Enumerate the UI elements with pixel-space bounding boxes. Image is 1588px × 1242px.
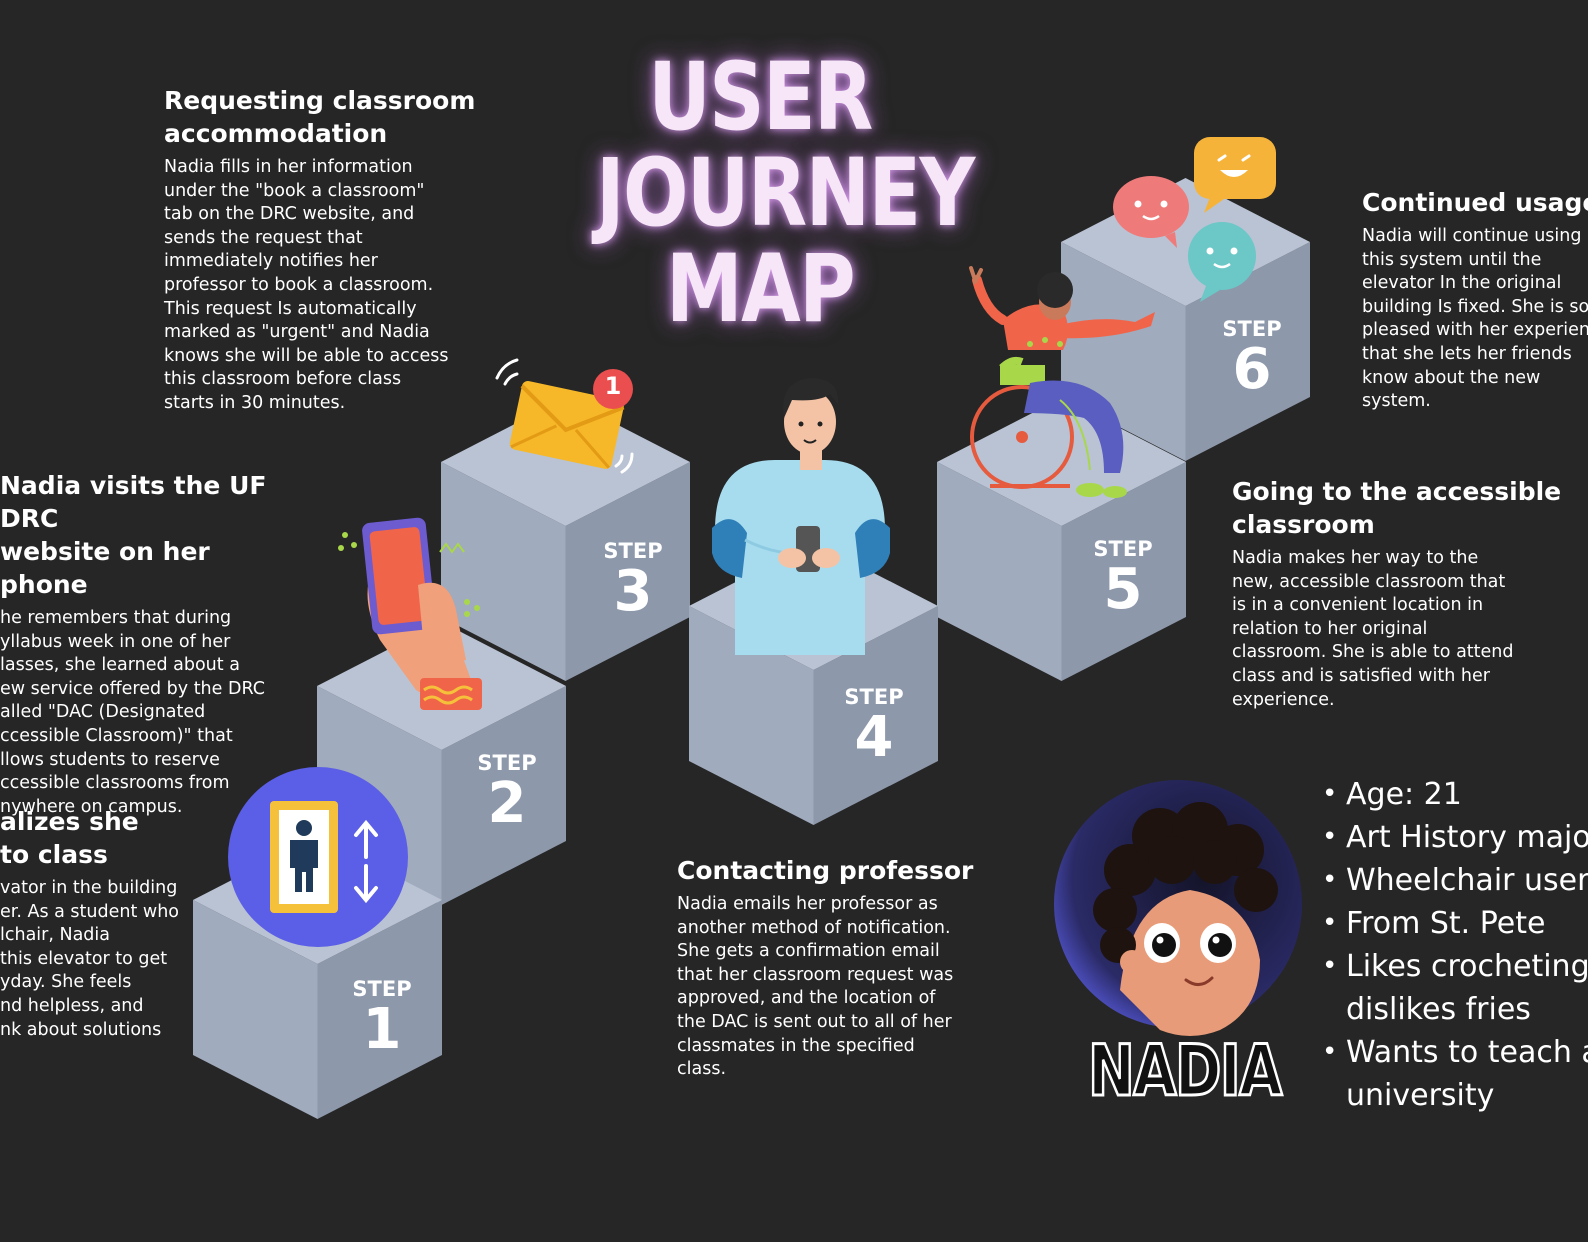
step-2-block: Nadia visits the UF DRC website on her p… (0, 469, 300, 819)
step-2-heading: Nadia visits the UF DRC website on her p… (0, 471, 267, 599)
persona-fact: From St. Pete (1320, 902, 1588, 945)
step-5-block: Going to the accessible classroom Nadia … (1232, 475, 1572, 712)
step-3-block: Requesting classroom accommodation Nadia… (164, 84, 484, 416)
step-2-body: he remembers that during yllabus week in… (0, 608, 265, 817)
step-1-label: STEP 1 (337, 978, 427, 1060)
step-3-word: STEP (603, 539, 663, 563)
persona-fact: Wants to teach at university (1320, 1031, 1588, 1117)
step-4-word: STEP (844, 685, 904, 709)
elevator-icon (228, 767, 408, 947)
cube-5-right-face (1061, 462, 1186, 681)
step-3-number: 3 (613, 559, 653, 624)
cube-3-top-face (441, 398, 690, 526)
step-3-body: Nadia fills in her information under the… (164, 157, 449, 413)
persona-facts: Age: 21Art History majorWheelchair userF… (1320, 773, 1588, 1117)
step-2-label: STEP 2 (462, 752, 552, 834)
step-3-label: STEP 3 (588, 540, 678, 622)
cube-4-right-face (813, 606, 938, 825)
step-5-word: STEP (1093, 537, 1153, 561)
persona-fact: Wheelchair user (1320, 859, 1588, 902)
cube-3-left-face (441, 462, 566, 681)
person-with-phone-icon (712, 378, 890, 655)
step-6-number: 6 (1232, 337, 1272, 402)
cube-5-left-face (937, 462, 1062, 681)
cube-2-right-face (441, 686, 566, 905)
step-2-word: STEP (477, 751, 537, 775)
step-5-label: STEP 5 (1078, 538, 1168, 620)
step-6-label: STEP 6 (1207, 318, 1297, 400)
step-5-body: Nadia makes her way to the new, accessib… (1232, 548, 1514, 710)
step-4-label: STEP 4 (829, 686, 919, 768)
cube-1-right-face (317, 900, 442, 1119)
step-4-number: 4 (854, 705, 894, 770)
wheelchair-user-icon (969, 266, 1155, 498)
step-1-heading: alizes she to class (0, 807, 139, 869)
notification-badge: 1 (604, 372, 622, 400)
step-1-block: alizes she to class vator in the buildin… (0, 805, 190, 1042)
step-1-word: STEP (352, 977, 412, 1001)
chat-bubbles-icon (1113, 137, 1276, 302)
persona-fact: Age: 21 (1320, 773, 1588, 816)
step-3-heading: Requesting classroom accommodation (164, 86, 476, 148)
envelope-notification-icon (495, 358, 634, 474)
cube-4-left-face (689, 606, 814, 825)
step-6-body: Nadia will continue using this system un… (1362, 226, 1588, 412)
title-line-2: JOURNEY (596, 139, 975, 248)
step-6-block: Continued usage Nadia will continue usin… (1362, 186, 1588, 414)
step-6-word: STEP (1222, 317, 1282, 341)
step-5-heading: Going to the accessible classroom (1232, 477, 1562, 539)
persona-name: NADIA (1087, 1029, 1284, 1114)
step-4-body: Nadia emails her professor as another me… (677, 894, 954, 1080)
persona-fact: Likes crocheting, dislikes fries (1320, 945, 1588, 1031)
step-6-heading: Continued usage (1362, 188, 1588, 217)
step-1-number: 1 (362, 997, 402, 1062)
hand-phone-icon (338, 517, 482, 710)
cube-1-left-face (193, 900, 318, 1119)
curly-hair-avatar-icon (1054, 780, 1302, 1036)
cube-6-right-face (1185, 242, 1310, 461)
step-1-body: vator in the building er. As a student w… (0, 878, 179, 1040)
persona-fact: Art History major (1320, 816, 1588, 859)
step-5-number: 5 (1103, 557, 1143, 622)
title-line-3: MAP (666, 235, 856, 344)
step-4-heading: Contacting professor (677, 856, 974, 885)
cube-3-right-face (565, 462, 690, 681)
title-line-1: USER (648, 43, 873, 152)
step-2-number: 2 (487, 771, 527, 836)
page-title: USER JOURNEY MAP (596, 43, 975, 344)
persona-facts-clip: Age: 21Art History majorWheelchair userF… (1320, 773, 1588, 1133)
step-4-block: Contacting professor Nadia emails her pr… (677, 854, 997, 1082)
